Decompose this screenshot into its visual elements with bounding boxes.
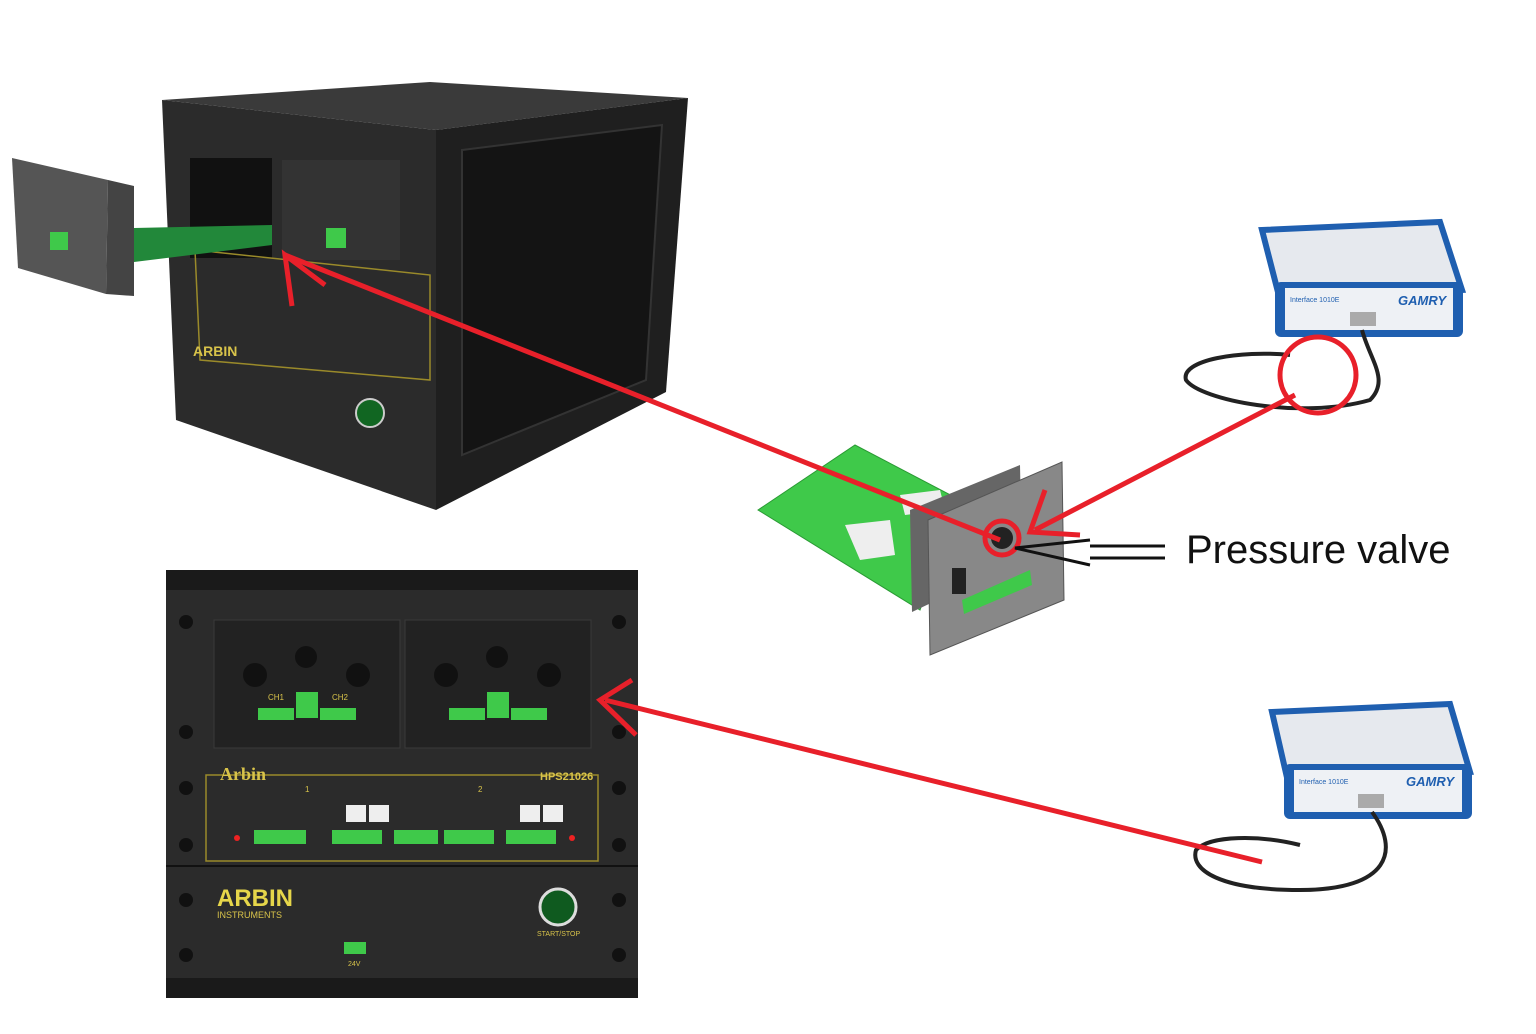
gamry-logo-bottom: GAMRY [1406, 774, 1455, 789]
cell-module [757, 444, 1065, 656]
arrowhead-icon [1026, 489, 1081, 538]
gamry-top: Interface 1010E GAMRY [1183, 218, 1467, 411]
gamry-model-bottom: Interface 1010E [1299, 779, 1349, 786]
arbin-logo: ARBIN [217, 885, 293, 912]
brand-script: Arbin [220, 764, 266, 784]
arrowhead-icon [595, 677, 638, 737]
power-label: 24V [348, 961, 361, 968]
channel-1-label: 1 [305, 785, 310, 794]
channel-2-label: 2 [478, 785, 483, 794]
arrow-gamry-to-cell [1033, 392, 1297, 533]
start-stop-label: START/STOP [537, 931, 581, 938]
gamry-lead-circle [1277, 334, 1359, 416]
pressure-valve-circle [982, 518, 1022, 558]
start-stop-button [538, 887, 578, 927]
arrow-gamry-to-front [604, 697, 1263, 865]
gamry-logo-top: GAMRY [1398, 293, 1447, 308]
cabinet-3d: ARBIN [12, 82, 688, 510]
front-unit: CH1 CH2 Arbin HPS21026 1 2 ARBIN INSTRUM… [166, 570, 638, 998]
gamry-model-top: Interface 1010E [1290, 297, 1340, 304]
pressure-valve-pointer [1014, 538, 1165, 567]
arbin-logo-sub: INSTRUMENTS [217, 910, 282, 920]
gamry-bottom: Interface 1010E GAMRY [1193, 700, 1474, 893]
arrow-cell-to-cabinet [284, 252, 1001, 543]
model-label: HPS21026 [540, 771, 593, 783]
ch1-label: CH1 [268, 693, 285, 702]
arrowhead-icon [281, 249, 327, 307]
cabinet-logo: ARBIN [193, 343, 237, 359]
connection-arrows [281, 249, 1359, 865]
ch2-label: CH2 [332, 693, 349, 702]
pressure-valve-label: Pressure valve [1186, 528, 1451, 572]
